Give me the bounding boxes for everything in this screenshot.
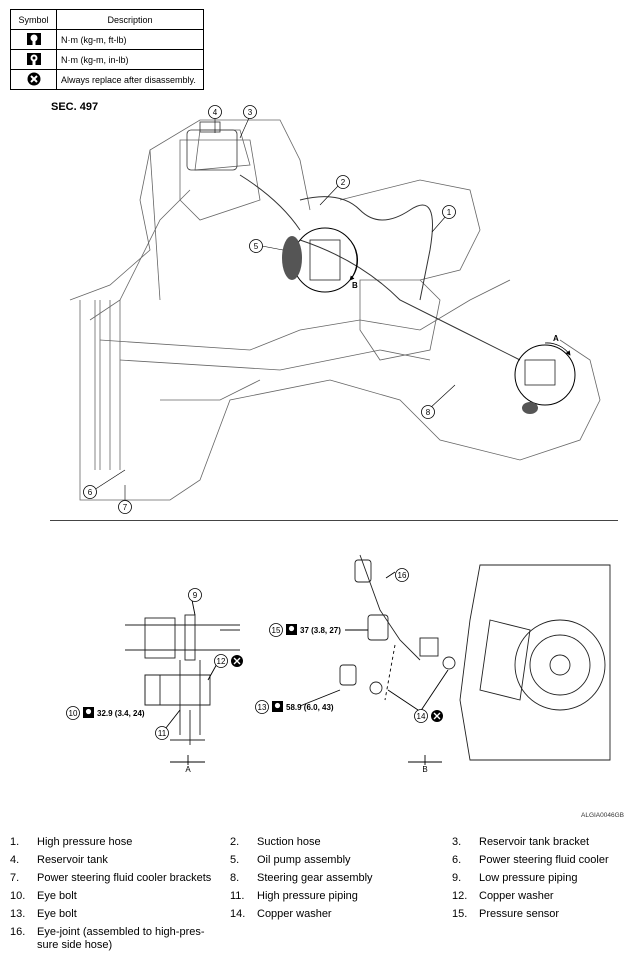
callout-3: 3 [248,108,253,117]
legend-label: Suction hose [257,836,321,848]
legend-num: 12. [452,890,468,902]
legend-label: Oil pump assembly [257,854,351,866]
legend-label: Pressure sensor [479,908,560,920]
legend-label: Low pressure piping [479,872,578,884]
callout-5: 5 [254,242,259,251]
callout-16: 16 [398,571,407,580]
torque-callout-10: 10 [69,709,78,718]
oil-pump-detail [282,227,358,293]
callout-6: 6 [88,488,93,497]
legend-num: 10. [10,890,26,902]
torque-wrench-small-icon [26,52,41,65]
torque-callout-13: 13 [258,703,267,712]
section-label: SEC. 497 [51,101,99,113]
hoses [239,174,521,361]
callout-markers [83,105,456,514]
view-a-marker: A [553,334,559,343]
legend-label: Eye bolt [37,890,77,902]
legend-num: 11. [230,890,245,902]
callout-14: 14 [417,712,426,721]
legend-label: High pressure hose [37,836,133,848]
legend-label: Power steering fluid cooler brackets [37,872,212,884]
legend-num: 16. [10,926,26,938]
legend-label: Reservoir tank bracket [479,836,590,848]
legend-num: 15. [452,908,468,920]
callout-7: 7 [123,503,128,512]
legend-num: 14. [230,908,246,920]
legend-label: Eye-joint (assembled to high-pres-sure s… [37,926,205,951]
legend-num: 5. [230,854,240,866]
callout-11: 11 [158,729,167,738]
legend-label: Steering gear assembly [257,872,373,884]
legend-num: 3. [452,836,462,848]
label-a-bottom: A [185,765,191,774]
symbol-desc-3: Always replace after disassembly. [56,69,204,90]
legend-label: Copper washer [257,908,332,920]
callout-8: 8 [426,408,431,417]
label-b-bottom: B [422,765,427,774]
detail-a-piping [125,589,240,765]
torque-value-13: 58.9 (6.0, 43) [286,703,334,712]
vehicle-body-outline [69,119,601,501]
section-divider [50,520,618,521]
replace-x-icon [27,72,40,85]
legend-num: 2. [230,836,240,848]
callout-12: 12 [217,657,226,666]
symbol-table: Symbol Description N·m (kg-m, ft-lb) N·m… [10,9,204,90]
legend-num: 1. [10,836,20,848]
legend-num: 7. [10,872,20,884]
legend-num: 13. [10,908,26,920]
legend-num: 9. [452,872,462,884]
legend-label: Power steering fluid cooler [479,854,609,866]
callout-2: 2 [341,178,346,187]
torque-value-15: 37 (3.8, 27) [300,626,341,635]
replace-icons [231,655,443,722]
legend-label: Eye bolt [37,908,77,920]
torque-wrench-icon [26,32,41,45]
view-arrows [347,237,571,356]
figure-code: ALGIA0046GB [581,812,624,819]
callout-1: 1 [447,208,452,217]
parts-legend: 1. High pressure hose 2. Suction hose 3. Re… [10,836,625,951]
torque-callout-15: 15 [272,626,281,635]
torque-icons [83,624,297,718]
reservoir-tank-shape [186,121,238,171]
legend-num: 4. [10,854,20,866]
view-b-marker: B [352,281,358,290]
lower-callout-markers [66,568,428,740]
callout-4: 4 [213,108,218,117]
legend-num: 6. [452,854,462,866]
legend-num: 8. [230,872,240,884]
leader-lines [93,117,456,500]
steering-gear-detail [514,344,576,414]
legend-label: High pressure piping [257,890,358,902]
legend-label: Reservoir tank [37,854,108,866]
callout-9: 9 [193,591,198,600]
detail-b-pump [299,554,611,765]
legend-label: Copper washer [479,890,554,902]
torque-value-10: 32.9 (3.4, 24) [97,709,145,718]
